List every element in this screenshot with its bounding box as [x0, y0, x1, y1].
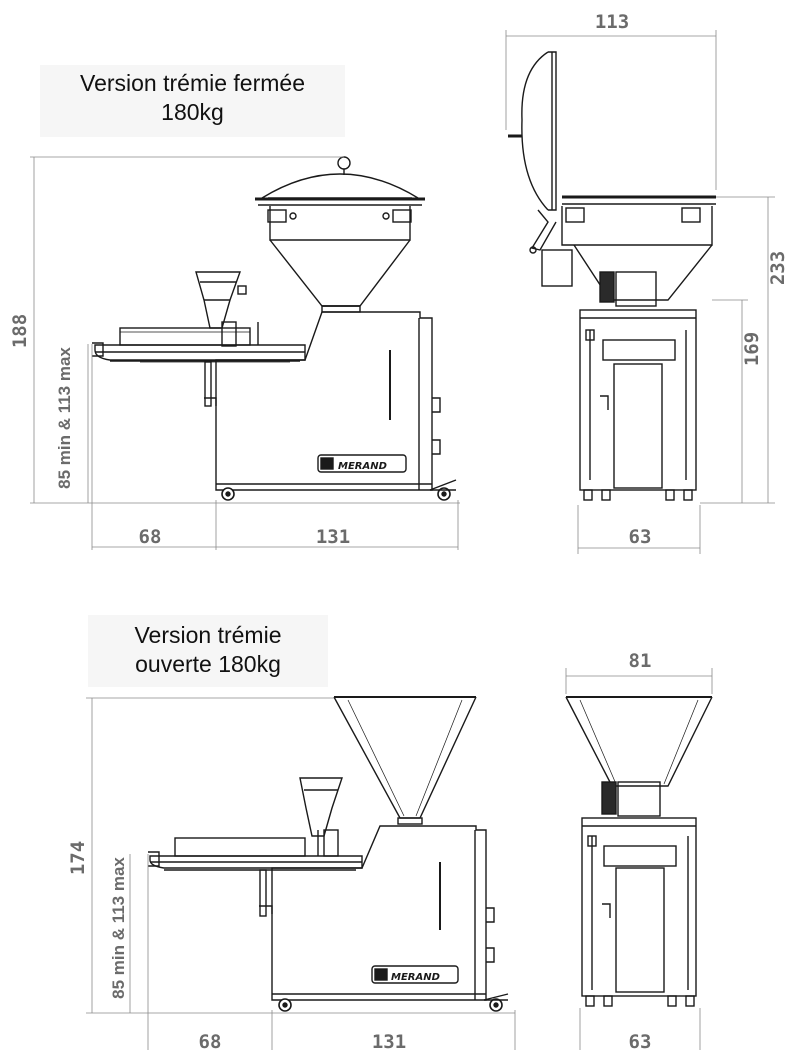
dims-front-closed	[505, 30, 775, 554]
dim-side-conveyor-width: 68	[139, 526, 162, 548]
version-label-open-line2: ouverte 180kg	[135, 651, 281, 677]
dim-side-height-range: 85 min & 113 max	[55, 347, 74, 489]
side-view-open: MERAND	[148, 696, 509, 1012]
dim-side-open-conveyor-width: 68	[199, 1031, 222, 1053]
dims-front-open	[565, 668, 713, 1050]
brand-plate-bottom: MERAND	[391, 972, 440, 983]
dim-front-total-height: 233	[767, 251, 787, 285]
dims-side-closed	[30, 156, 460, 550]
dim-side-open-height-range: 85 min & 113 max	[109, 857, 128, 999]
front-view-open	[565, 696, 713, 1007]
dim-front-base-width: 63	[629, 526, 652, 548]
front-view-closed	[508, 51, 716, 501]
dim-front-open-base-width: 63	[629, 1031, 652, 1053]
dim-side-open-total-height: 174	[67, 841, 89, 875]
version-label-closed-line2: 180kg	[161, 99, 224, 125]
dim-front-lid-width: 113	[595, 11, 629, 33]
dim-front-open-hopper-width: 81	[629, 650, 652, 672]
version-label-closed-line1: Version trémie fermée	[80, 70, 305, 96]
brand-plate-top: MERAND	[338, 461, 387, 472]
side-view-closed: MERAND	[92, 156, 457, 501]
dims-side-open	[86, 697, 516, 1050]
dim-front-inner-height: 169	[741, 332, 763, 366]
version-label-open-line1: Version trémie	[134, 622, 282, 648]
dim-side-open-body-width: 131	[372, 1031, 406, 1053]
version-label-open: Version trémie ouverte 180kg	[88, 615, 328, 687]
version-label-closed: Version trémie fermée 180kg	[40, 65, 345, 137]
dim-side-total-height: 188	[9, 314, 31, 348]
dim-side-body-width: 131	[316, 526, 350, 548]
